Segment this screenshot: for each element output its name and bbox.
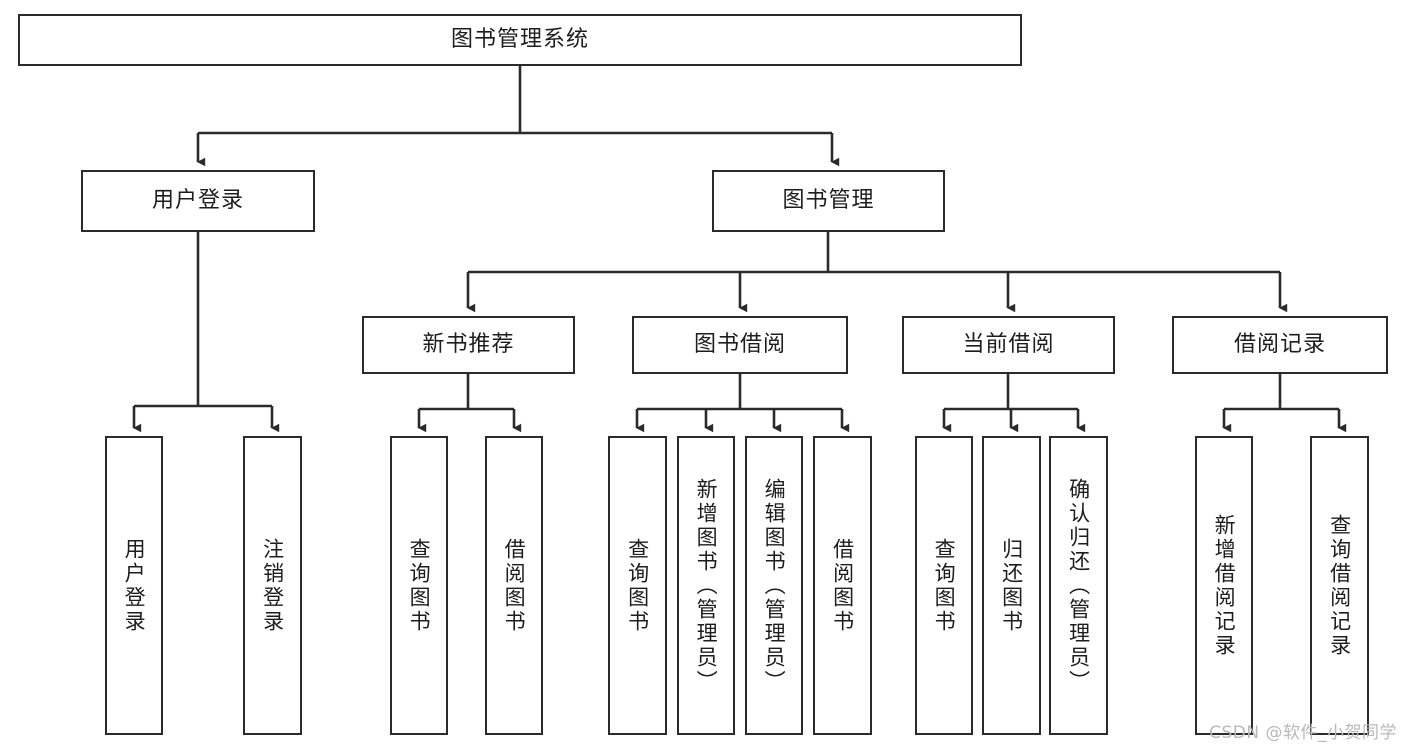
node-leaf-query-borrow-record[interactable]: 查询借阅记录 — [1310, 436, 1369, 735]
node-new-book-recommend[interactable]: 新书推荐 — [362, 316, 575, 374]
node-leaf-edit-book[interactable]: 编辑图书（管理员） — [745, 436, 803, 735]
node-leaf-add-book[interactable]: 新增图书（管理员） — [677, 436, 735, 735]
node-leaf-query-borrow-record-label: 查询借阅记录 — [1327, 513, 1352, 658]
node-leaf-confirm-return-label: 确认归还（管理员） — [1066, 477, 1091, 694]
connector-bookmgmt-to-level2 — [466, 232, 1288, 313]
node-leaf-user-login-label: 用户登录 — [122, 537, 147, 634]
node-leaf-add-book-label: 新增图书（管理员） — [694, 477, 719, 694]
node-root[interactable]: 图书管理系统 — [18, 14, 1022, 66]
node-new-book-recommend-label: 新书推荐 — [422, 331, 515, 357]
node-leaf-borrow-book-1-label: 借阅图书 — [502, 537, 527, 634]
node-leaf-logout[interactable]: 注销登录 — [243, 436, 302, 735]
node-leaf-confirm-return[interactable]: 确认归还（管理员） — [1049, 436, 1108, 735]
connector-root-to-level1 — [196, 66, 840, 167]
node-book-management[interactable]: 图书管理 — [712, 170, 945, 232]
node-leaf-user-login[interactable]: 用户登录 — [105, 436, 163, 735]
node-user-login-label: 用户登录 — [151, 187, 244, 213]
connector-userlogin-to-leaves — [132, 232, 280, 433]
node-leaf-add-borrow-record-label: 新增借阅记录 — [1212, 513, 1237, 658]
connector-borrowrecord-to-leaves — [1222, 374, 1347, 433]
node-borrow-record[interactable]: 借阅记录 — [1172, 316, 1388, 374]
node-leaf-borrow-book-1[interactable]: 借阅图书 — [485, 436, 543, 735]
node-leaf-edit-book-label: 编辑图书（管理员） — [762, 477, 787, 694]
node-borrow-record-label: 借阅记录 — [1233, 331, 1326, 357]
node-root-label: 图书管理系统 — [450, 26, 589, 52]
node-leaf-query-book-1-label: 查询图书 — [407, 537, 432, 634]
node-current-borrow-label: 当前借阅 — [962, 331, 1055, 357]
node-leaf-borrow-book-2[interactable]: 借阅图书 — [813, 436, 872, 735]
node-leaf-query-book-2-label: 查询图书 — [625, 537, 650, 634]
node-leaf-query-book-1[interactable]: 查询图书 — [390, 436, 448, 735]
node-current-borrow[interactable]: 当前借阅 — [902, 316, 1115, 374]
node-leaf-return-book[interactable]: 归还图书 — [982, 436, 1041, 735]
connector-currentborrow-to-leaves — [942, 374, 1086, 433]
node-leaf-query-book-3-label: 查询图书 — [932, 537, 957, 634]
node-user-login[interactable]: 用户登录 — [81, 170, 315, 232]
node-leaf-logout-label: 注销登录 — [260, 537, 285, 634]
node-leaf-borrow-book-2-label: 借阅图书 — [830, 537, 855, 634]
node-leaf-query-book-3[interactable]: 查询图书 — [915, 436, 973, 735]
node-leaf-query-book-2[interactable]: 查询图书 — [608, 436, 667, 735]
node-book-borrow-label: 图书借阅 — [693, 331, 786, 357]
node-book-borrow[interactable]: 图书借阅 — [632, 316, 848, 374]
node-leaf-return-book-label: 归还图书 — [999, 537, 1024, 634]
node-leaf-add-borrow-record[interactable]: 新增借阅记录 — [1195, 436, 1253, 735]
node-book-management-label: 图书管理 — [782, 187, 875, 213]
connector-bookborrow-to-leaves — [635, 374, 850, 433]
connector-newbook-to-leaves — [417, 374, 522, 433]
